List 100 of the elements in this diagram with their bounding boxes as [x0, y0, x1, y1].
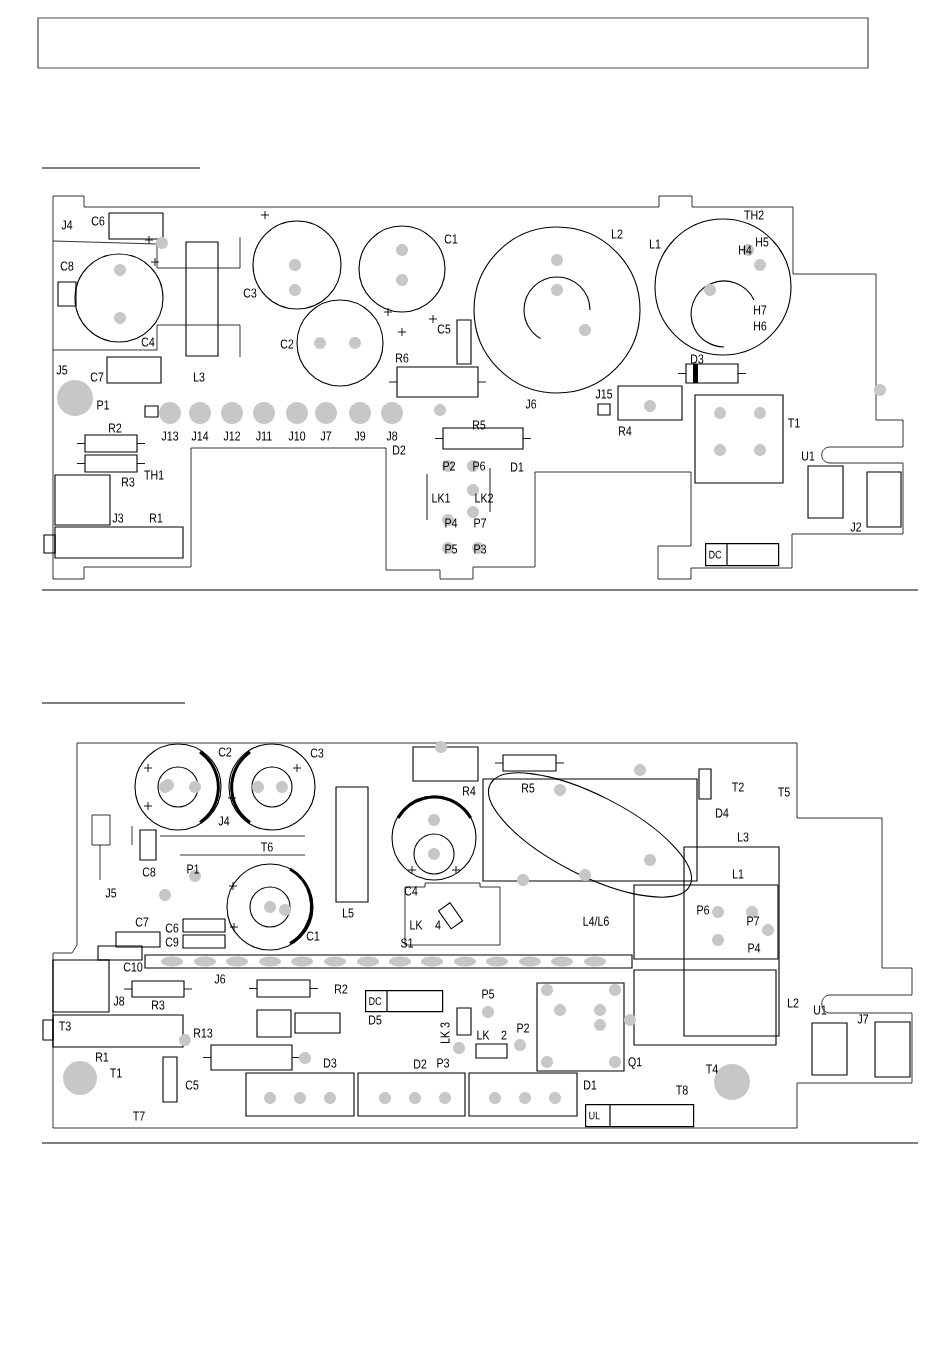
component-label: C4 [141, 337, 155, 347]
component-label: C2 [280, 339, 294, 349]
component-label: C6 [91, 216, 105, 226]
component-label: J6 [214, 974, 226, 984]
component-label: P5 [482, 989, 495, 999]
component-label: J5 [105, 888, 117, 898]
component-label: P3 [474, 544, 487, 554]
component-label: LK [410, 920, 423, 930]
component-label: D2 [414, 1059, 427, 1069]
component-label: D4 [716, 808, 729, 818]
component-label: P6 [473, 461, 486, 471]
marking-box: DC [365, 989, 444, 1013]
component-label: LK [477, 1030, 490, 1040]
component-label: T4 [706, 1064, 718, 1074]
component-label: J4 [218, 816, 230, 826]
component-label: R4 [463, 786, 476, 796]
component-label: C5 [437, 324, 451, 334]
component-label: J15 [595, 389, 613, 399]
component-label: C10 [123, 962, 143, 972]
component-label: LK2 [475, 493, 493, 503]
component-label: P7 [474, 518, 486, 528]
component-label: H7 [754, 305, 767, 315]
component-label: R13 [194, 1028, 213, 1038]
component-label: J7 [320, 431, 332, 441]
component-label: D1 [584, 1080, 597, 1090]
component-label: C6 [165, 923, 179, 933]
component-label: J8 [113, 996, 125, 1006]
component-label: J4 [61, 220, 73, 230]
component-label: J8 [386, 431, 398, 441]
component-label: J14 [191, 431, 209, 441]
marking-box: UL [585, 1103, 695, 1128]
component-label: R6 [396, 353, 409, 363]
component-label: D3 [691, 354, 704, 364]
component-label: R5 [522, 783, 535, 793]
component-label: C9 [165, 937, 179, 947]
component-label: T3 [59, 1021, 71, 1031]
component-label: L2 [787, 998, 799, 1008]
component-label: LK1 [432, 493, 450, 503]
component-label: D1 [511, 462, 524, 472]
component-label: TH2 [744, 210, 764, 220]
component-label: U1 [802, 451, 815, 461]
component-label: Q1 [628, 1057, 642, 1069]
component-label: C7 [90, 372, 104, 382]
component-label: C7 [135, 917, 149, 927]
component-label: T2 [732, 782, 744, 792]
component-label: TH1 [144, 470, 164, 480]
component-label: T1 [788, 418, 800, 428]
component-label: R1 [96, 1052, 109, 1062]
component-label: LK 3 [440, 1022, 450, 1044]
component-label: P5 [445, 544, 458, 554]
component-label: C2 [218, 747, 232, 757]
component-label: T7 [133, 1111, 145, 1121]
component-label: C5 [185, 1080, 199, 1090]
component-label: J10 [288, 431, 306, 441]
component-label: J3 [112, 513, 124, 523]
component-label: L1 [649, 239, 661, 249]
component-label: 4 [435, 920, 441, 930]
component-label: T6 [261, 842, 273, 852]
component-label: P2 [443, 461, 455, 471]
component-label: P4 [445, 518, 458, 528]
component-label: D2 [393, 445, 406, 455]
component-label: C1 [306, 931, 320, 941]
component-label: R3 [122, 477, 135, 487]
marking-box: DC [705, 542, 780, 567]
component-label: J2 [850, 522, 862, 532]
component-label: P1 [97, 400, 109, 410]
component-label: J11 [256, 431, 272, 441]
component-label: R2 [335, 984, 348, 994]
component-label: L1 [732, 869, 744, 879]
component-label: R5 [473, 420, 486, 430]
component-label: T1 [110, 1068, 122, 1078]
component-label: S1 [400, 938, 413, 948]
component-label: H6 [754, 321, 767, 331]
component-label: L2 [611, 229, 623, 239]
component-label: R1 [150, 513, 163, 523]
component-label: P3 [437, 1058, 450, 1068]
component-label: C8 [142, 867, 156, 877]
component-label: J13 [161, 431, 179, 441]
component-label: D3 [324, 1058, 337, 1068]
component-label: R3 [152, 1000, 165, 1010]
component-label: L4/L6 [583, 916, 609, 926]
component-label: L3 [193, 372, 205, 382]
component-label: H5 [756, 237, 769, 247]
component-label: J6 [525, 399, 537, 409]
component-label: L5 [342, 908, 354, 918]
component-label: L3 [737, 832, 749, 842]
component-label: P1 [187, 864, 199, 874]
component-label: P4 [748, 943, 761, 953]
component-label: J7 [857, 1014, 869, 1024]
component-label: C8 [60, 261, 74, 271]
component-label: J5 [56, 365, 68, 375]
component-label: C4 [404, 886, 418, 896]
component-label: R2 [109, 423, 122, 433]
component-label: H4 [739, 245, 752, 255]
component-label: P7 [747, 916, 759, 926]
component-label: J9 [354, 431, 366, 441]
component-label: P2 [517, 1023, 529, 1033]
component-label: C3 [243, 288, 257, 298]
component-label: 2 [501, 1030, 507, 1040]
component-label: U1 [814, 1005, 827, 1015]
